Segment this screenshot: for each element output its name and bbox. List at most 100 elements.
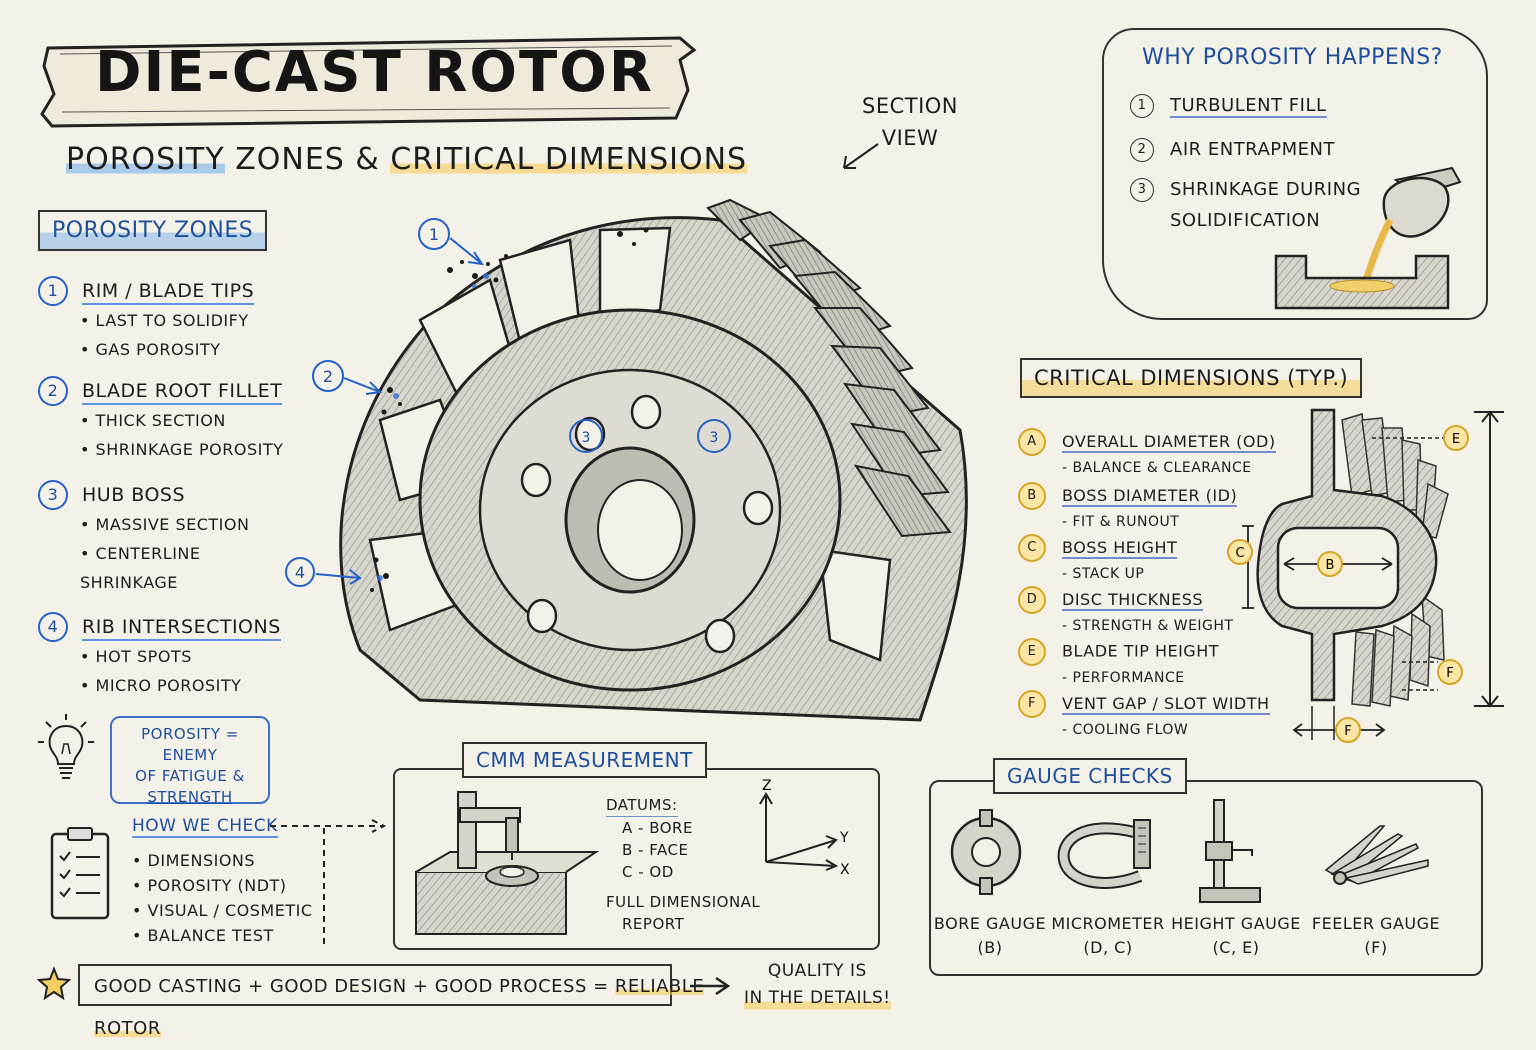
zone-title: BLADE ROOT FILLET <box>82 379 283 405</box>
zone-number: 4 <box>38 612 68 642</box>
gauge-feeler: FEELER GAUGE (F) <box>1306 912 1446 960</box>
feeler-gauge-icon <box>1324 825 1429 885</box>
callout-3a-number: 3 <box>582 430 591 446</box>
callout-1-number: 1 <box>429 225 439 244</box>
dim-sub: - COOLING FLOW <box>1062 722 1189 738</box>
quality-note: QUALITY IS IN THE DETAILS! <box>744 958 891 1012</box>
cmm-axes-icon: Z Y X <box>759 778 850 878</box>
callout-3b: 3 <box>710 430 719 446</box>
critical-dimensions-header: CRITICAL DIMENSIONS (TYP.) <box>1020 358 1363 398</box>
why-number: 3 <box>1130 178 1154 202</box>
section-view-line1: SECTION <box>862 94 959 118</box>
cmm-datums: DATUMS: A - BORE B - FACE C - OD FULL DI… <box>606 794 760 935</box>
why-item-3: 3 SHRINKAGE DURING SOLIDIFICATION <box>1130 178 1361 231</box>
gauge-ref: (B) <box>977 938 1003 957</box>
why-porosity-title: WHY POROSITY HAPPENS? <box>1142 45 1443 70</box>
zone-bullet: MASSIVE SECTION <box>38 510 249 539</box>
check-item: BALANCE TEST <box>132 923 312 948</box>
callout-2-number: 2 <box>323 367 333 386</box>
dim-title: BOSS DIAMETER (ID) <box>1062 485 1238 507</box>
dim-sub: - STACK UP <box>1062 566 1145 582</box>
dim-letter: F <box>1018 690 1046 718</box>
datum-item: A - BORE <box>622 819 693 837</box>
dim-b: B BOSS DIAMETER (ID) - FIT & RUNOUT <box>1018 482 1238 530</box>
datum-item: C - OD <box>622 863 674 881</box>
callout-4-number: 4 <box>295 563 305 582</box>
gauge-height: HEIGHT GAUGE (C, E) <box>1166 912 1306 960</box>
dim-sub: - PERFORMANCE <box>1062 670 1185 686</box>
quality-line: IN THE DETAILS! <box>744 985 891 1012</box>
enemy-note-line: OF FATIGUE & <box>135 767 245 785</box>
gauge-name: MICROMETER <box>1051 914 1165 933</box>
gauge-bore: BORE GAUGE (B) <box>920 912 1060 960</box>
gauge-name: HEIGHT GAUGE <box>1171 914 1301 933</box>
diagram-label-f-bottom: F <box>1344 724 1351 739</box>
footer-arrow <box>690 976 731 996</box>
datums-title: DATUMS: <box>606 794 678 817</box>
section-fins <box>1341 413 1449 707</box>
porosity-zones-header: POROSITY ZONES <box>38 210 268 251</box>
cmm-machine-icon <box>415 791 600 935</box>
dim-title: OVERALL DIAMETER (OD) <box>1062 431 1276 453</box>
page-title: DIE-CAST ROTOR <box>95 40 654 105</box>
diagram-label-e: E <box>1452 432 1460 447</box>
datum-item: B - FACE <box>622 841 689 859</box>
section-view-arrow <box>843 143 879 169</box>
micrometer-icon <box>1057 819 1151 889</box>
zone-bullet: CENTERLINE SHRINKAGE <box>38 539 240 597</box>
cross-section-dimension-diagram: B C E F F <box>1227 408 1504 743</box>
zone-number: 2 <box>38 376 68 406</box>
subtitle: POROSITY ZONES & CRITICAL DIMENSIONS <box>66 142 748 177</box>
dim-sub: - STRENGTH & WEIGHT <box>1062 618 1234 634</box>
report-line: FULL DIMENSIONAL <box>606 893 761 911</box>
title-banner <box>40 36 697 128</box>
zone-bullet: THICK SECTION <box>38 406 283 435</box>
section-view-label: SECTION VIEW <box>862 90 958 154</box>
callout-3a: 3 <box>582 430 591 446</box>
rotor-section-illustration: 1 2 4 3 3 <box>285 198 968 722</box>
dim-title: VENT GAP / SLOT WIDTH <box>1062 693 1270 715</box>
diagram-label-b: B <box>1326 558 1335 573</box>
footer-text: GOOD CASTING + GOOD DESIGN + GOOD PROCES… <box>94 976 615 997</box>
zone-bullet: LAST TO SOLIDIFY <box>38 306 254 335</box>
zone-bullet: HOT SPOTS <box>38 642 281 671</box>
why-text: TURBULENT FILL <box>1170 95 1327 118</box>
gauge-ref: (F) <box>1364 938 1388 957</box>
axis-x-label: X <box>840 862 850 878</box>
gauge-ref: (C, E) <box>1212 938 1260 957</box>
dim-sub: - FIT & RUNOUT <box>1062 514 1180 530</box>
zone-bullet: MICRO POROSITY <box>38 671 281 700</box>
gauge-checks-title: GAUGE CHECKS <box>993 758 1187 794</box>
enemy-note-line: POROSITY = ENEMY <box>141 725 239 764</box>
zone-bullet: GAS POROSITY <box>38 335 254 364</box>
pouring-ladle-icon <box>1274 166 1462 310</box>
porosity-highlights <box>377 273 489 581</box>
diagram-label-c: C <box>1235 546 1244 561</box>
why-text: SHRINKAGE DURING <box>1170 179 1362 200</box>
height-gauge-icon <box>1199 799 1261 903</box>
callout-3b-number: 3 <box>710 430 719 446</box>
subtitle-part-critical: CRITICAL DIMENSIONS <box>390 142 748 177</box>
report-line: REPORT <box>622 915 685 933</box>
star-icon <box>36 966 72 1001</box>
quality-line: QUALITY IS <box>767 961 867 981</box>
porosity-enemy-note: POROSITY = ENEMY OF FATIGUE & STRENGTH <box>110 716 270 806</box>
dim-letter: B <box>1018 482 1046 510</box>
check-item: POROSITY (NDT) <box>132 873 312 898</box>
dim-letter: C <box>1018 534 1046 562</box>
zone-title: RIM / BLADE TIPS <box>82 279 255 305</box>
why-text-continued: SOLIDIFICATION <box>1170 210 1321 231</box>
callout-1: 1 <box>418 218 485 266</box>
gauge-checks-panel <box>929 780 1483 976</box>
check-flow-arrow <box>270 819 387 946</box>
blade-fins <box>706 198 952 538</box>
subtitle-part-porosity: POROSITY <box>66 142 225 177</box>
dim-letter: A <box>1018 428 1046 456</box>
dim-title: DISC THICKNESS <box>1062 589 1204 611</box>
